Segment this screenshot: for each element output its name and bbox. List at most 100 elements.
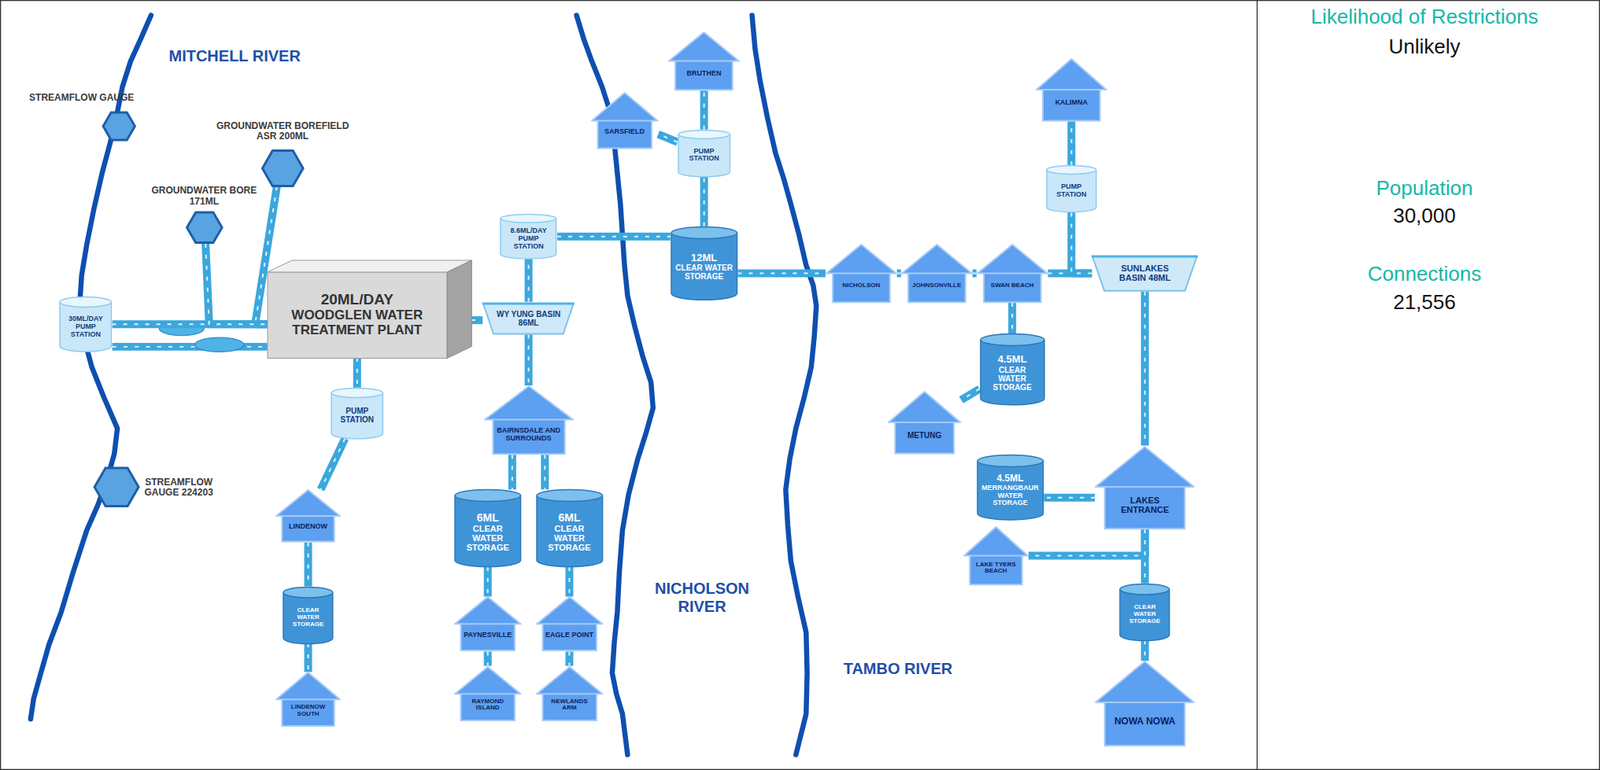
pipe-texture	[307, 643, 310, 673]
house-body	[1104, 484, 1186, 529]
pipe-group	[569, 567, 570, 598]
town-house-outline	[963, 526, 1029, 586]
pipe-texture	[1144, 640, 1146, 662]
pipe-group	[1012, 303, 1013, 334]
capacity-label: 4.5ML	[981, 473, 1040, 485]
text-area: RAYMOND ISLAND	[461, 692, 514, 720]
basin-body	[483, 303, 574, 334]
water-pipe	[960, 388, 980, 400]
pipe-texture	[703, 90, 706, 130]
town-house-outline	[591, 92, 659, 150]
house-body	[461, 622, 515, 652]
node-label: GROUNDWATER BOREFIELD ASR 200ML	[216, 121, 350, 142]
house-roof	[668, 32, 740, 62]
town-house: NEWLANDS ARM	[535, 666, 604, 722]
pipe-texture	[737, 272, 826, 274]
town-house: LINDENOW SOUTH	[275, 672, 341, 728]
node-label: 30ML/DAY PUMP STATION	[62, 315, 109, 340]
info-text: Connections	[1261, 262, 1589, 287]
pipe-texture	[703, 176, 706, 227]
house-roof	[977, 244, 1048, 274]
town-house: LAKES ENTRANCE	[1094, 446, 1195, 530]
node-label: WOODGLEN WATER TREATMENT PLANT	[275, 308, 439, 338]
house-body	[675, 59, 733, 91]
pipe-group	[205, 243, 268, 325]
node-label: CLEAR WATER STORAGE	[286, 607, 331, 629]
town-house: EAGLE POINT	[535, 596, 604, 652]
text-area: LINDENOW SOUTH	[283, 698, 333, 725]
pipe-texture	[1144, 529, 1146, 584]
info-text: 30,000	[1261, 204, 1589, 229]
intake-manifold	[195, 337, 244, 352]
pipe-texture	[307, 543, 310, 588]
pipe-group	[897, 273, 902, 274]
river-name: MITCHELL RIVER	[133, 47, 337, 66]
cyl-top	[331, 387, 383, 398]
text-area: GROUNDWATER BORE 171ML	[143, 180, 267, 212]
water-pipe	[1141, 640, 1150, 662]
storage-tank: CLEAR WATER STORAGE	[282, 587, 334, 645]
town-house: SARSFIELD	[591, 92, 659, 150]
town-house: JOHNSONVILLE	[901, 243, 973, 304]
node-label: SUNLAKES BASIN 48ML	[1106, 263, 1183, 283]
house-body	[894, 420, 954, 454]
tank-body	[283, 592, 333, 644]
water-pipe	[508, 454, 517, 490]
node-label: 8.6ML/DAY PUMP STATION	[503, 227, 555, 252]
pipe-group	[557, 236, 671, 237]
house-roof	[964, 527, 1028, 557]
house-body	[281, 698, 334, 728]
river-name: TAMBO RIVER	[816, 660, 980, 679]
text-area: PUMP STATION	[1049, 175, 1094, 207]
text-area: 6MLCLEAR WATER STORAGE	[540, 505, 599, 560]
water-pipe	[540, 454, 549, 490]
pump-station: PUMP STATION	[330, 387, 384, 440]
house-roof	[1095, 661, 1194, 703]
pipe-texture	[657, 134, 678, 143]
pipe-texture	[205, 243, 268, 325]
text-area: 4.5MLMERRANGBAUR WATER STORAGE	[981, 468, 1040, 514]
node-label: SARSFIELD	[598, 128, 651, 137]
water-pipe	[737, 269, 826, 278]
tank-top	[980, 333, 1045, 346]
water-pipe	[1141, 291, 1150, 447]
town-house: LINDENOW	[275, 489, 341, 543]
pipe-group	[528, 258, 529, 302]
node-label: CLEAR WATER STORAGE	[983, 365, 1040, 392]
water-pipe	[205, 243, 268, 325]
info-text: 21,556	[1261, 291, 1589, 315]
town-house-outline	[535, 596, 604, 652]
house-body	[281, 513, 334, 542]
text-area: BRUTHEN	[676, 59, 732, 89]
pump-station: PUMP STATION	[677, 129, 731, 178]
tank-top	[454, 490, 522, 503]
node-label: LINDENOW	[283, 523, 333, 532]
water-pipe	[1008, 303, 1017, 334]
capacity-label: 20ML/DAY	[275, 291, 439, 309]
town-house-outline	[825, 243, 898, 304]
text-area: STREAMFLOW GAUGE	[25, 83, 138, 112]
town-house-outline	[1035, 58, 1108, 122]
tank-body	[536, 495, 603, 568]
pipe-group	[1144, 640, 1146, 662]
storage-tank: 4.5MLMERRANGBAUR WATER STORAGE	[976, 454, 1045, 521]
text-area: 20ML/DAYWOODGLEN WATER TREATMENT PLANT	[275, 276, 439, 355]
town-house: NICHOLSON	[825, 243, 898, 304]
gauge-hexagon: STREAMFLOW GAUGE 224203	[92, 458, 215, 517]
tank-body	[977, 461, 1044, 521]
node-label: CLEAR WATER STORAGE	[1123, 604, 1168, 625]
cyl-body	[678, 134, 730, 178]
node-label: BRUTHEN	[676, 70, 732, 78]
pipe-group	[737, 273, 826, 274]
node-label: NEWLANDS ARM	[543, 698, 595, 714]
house-body	[969, 554, 1022, 586]
pipe-group	[1028, 529, 1146, 557]
town-house-outline	[668, 31, 740, 91]
text-area: PUMP STATION	[333, 399, 381, 433]
cyl-top	[500, 214, 557, 223]
gauge-hexagon: GROUNDWATER BORE 171ML	[143, 180, 267, 244]
node-label: CLEAR WATER STORAGE	[540, 524, 599, 553]
pipe-group	[1071, 212, 1092, 274]
text-area: JOHNSONVILLE	[909, 271, 965, 300]
